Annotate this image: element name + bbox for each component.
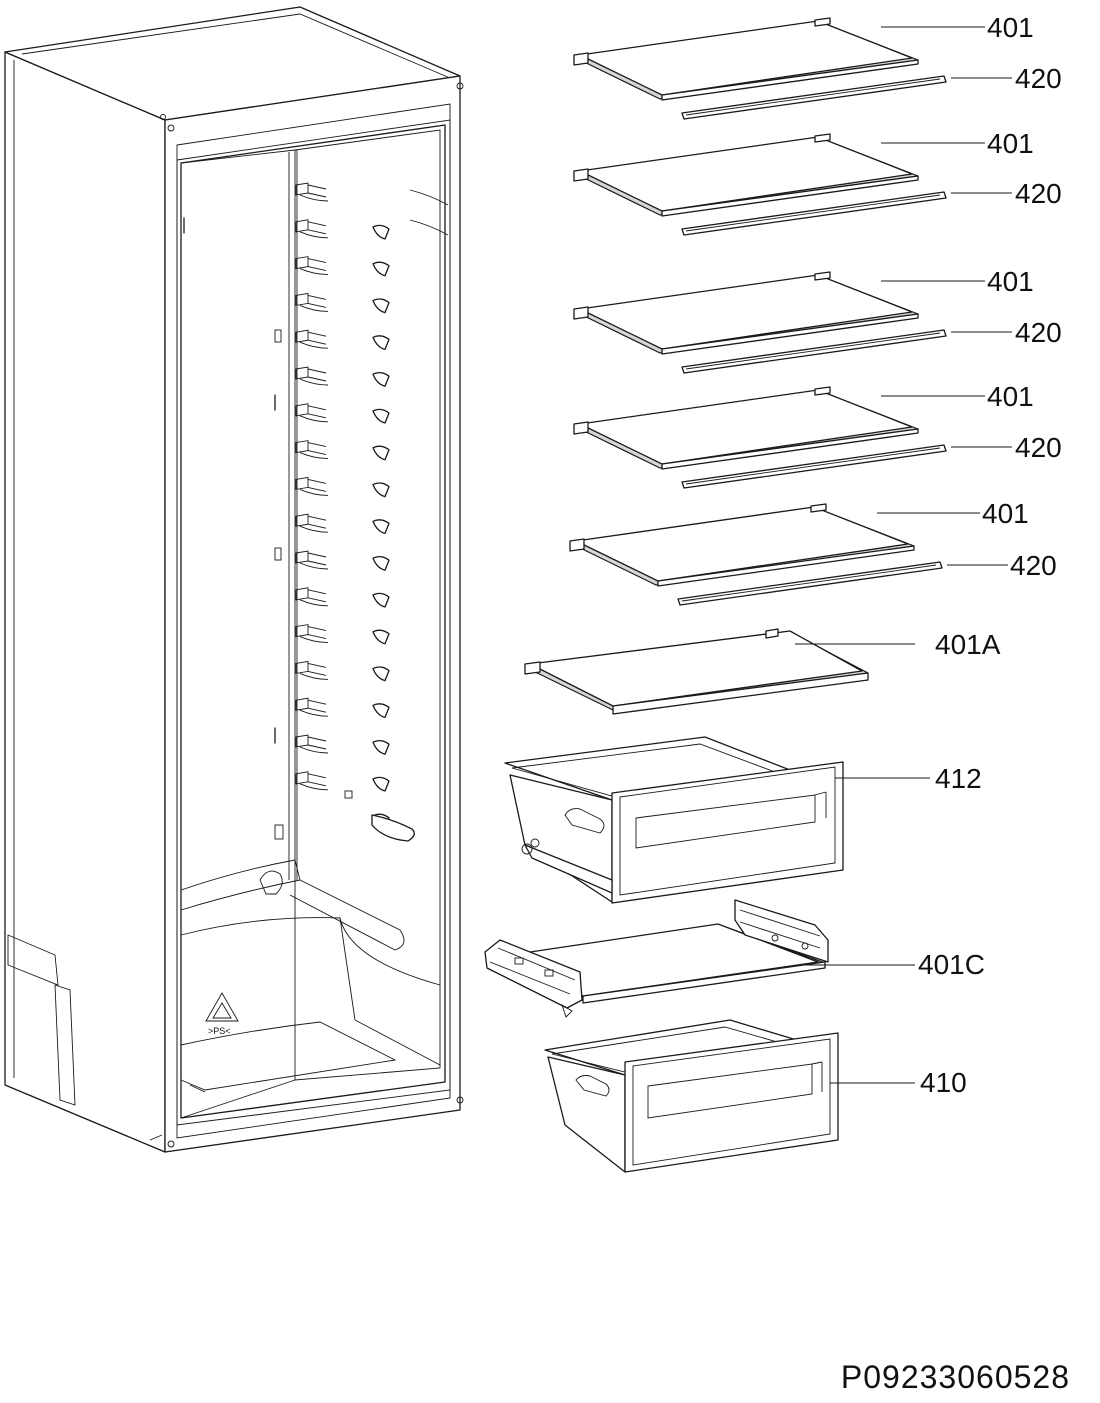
shelf-rest-bump	[372, 666, 390, 682]
shelf-rest-bump	[372, 224, 390, 240]
label-shelf-401: 401	[987, 12, 1034, 43]
trim-strip-420	[681, 329, 947, 374]
glass-shelf-401	[573, 271, 947, 374]
crisper-drawer-410	[544, 1019, 839, 1173]
shelf-rest-bump	[372, 298, 390, 314]
shelf-rest-bump	[372, 445, 390, 461]
svg-text:>PS<: >PS<	[208, 1026, 231, 1036]
shelf-rest-bump	[372, 703, 390, 719]
crisper-cover-401c	[484, 899, 829, 1018]
recycle-icon: >PS<	[205, 992, 239, 1036]
shelf-rest-bump	[372, 482, 390, 498]
shelf-rest-bump	[372, 629, 390, 645]
shelf-rest-bump	[372, 519, 390, 535]
label-shelf-401: 401	[987, 128, 1034, 159]
shelf-rest-bump	[372, 592, 390, 608]
label-strip-420: 420	[1015, 63, 1062, 94]
glass-shelf-401	[569, 503, 943, 606]
callouts: 401 420 401 420 401 420 401 420 401 420 …	[795, 12, 1062, 1098]
label-shelf-401: 401	[987, 381, 1034, 412]
trim-strip-420	[681, 75, 947, 120]
shelf-401a	[524, 628, 869, 715]
trim-strip-420	[677, 561, 943, 606]
label-strip-420: 420	[1015, 432, 1062, 463]
shelf-rest-bump	[372, 776, 390, 792]
label-shelf-401: 401	[987, 266, 1034, 297]
label-drawer-412: 412	[935, 763, 982, 794]
glass-shelf-401	[573, 133, 947, 236]
refrigerator-cabinet: >PS<	[4, 6, 464, 1153]
label-strip-420: 420	[1010, 550, 1057, 581]
label-shelf-401a: 401A	[935, 629, 1001, 660]
label-shelf-401: 401	[982, 498, 1029, 529]
trim-strip-420	[681, 191, 947, 236]
shelf-rest-bump	[372, 739, 390, 755]
document-number: P09233060528	[841, 1359, 1070, 1395]
trim-strip-420	[681, 444, 947, 489]
label-drawer-410: 410	[920, 1067, 967, 1098]
shelf-rest-bump	[372, 371, 390, 387]
glass-shelves	[569, 17, 947, 606]
label-strip-420: 420	[1015, 317, 1062, 348]
crisper-drawer-412	[504, 736, 844, 904]
shelf-rest-bump	[372, 555, 390, 571]
glass-shelf-401	[573, 17, 947, 120]
label-strip-420: 420	[1015, 178, 1062, 209]
shelf-rest-bump	[372, 335, 390, 351]
shelf-rest-bump	[372, 261, 390, 277]
label-cover-401c: 401C	[918, 949, 985, 980]
glass-shelf-401	[573, 386, 947, 489]
shelf-rest-bump	[372, 408, 390, 424]
